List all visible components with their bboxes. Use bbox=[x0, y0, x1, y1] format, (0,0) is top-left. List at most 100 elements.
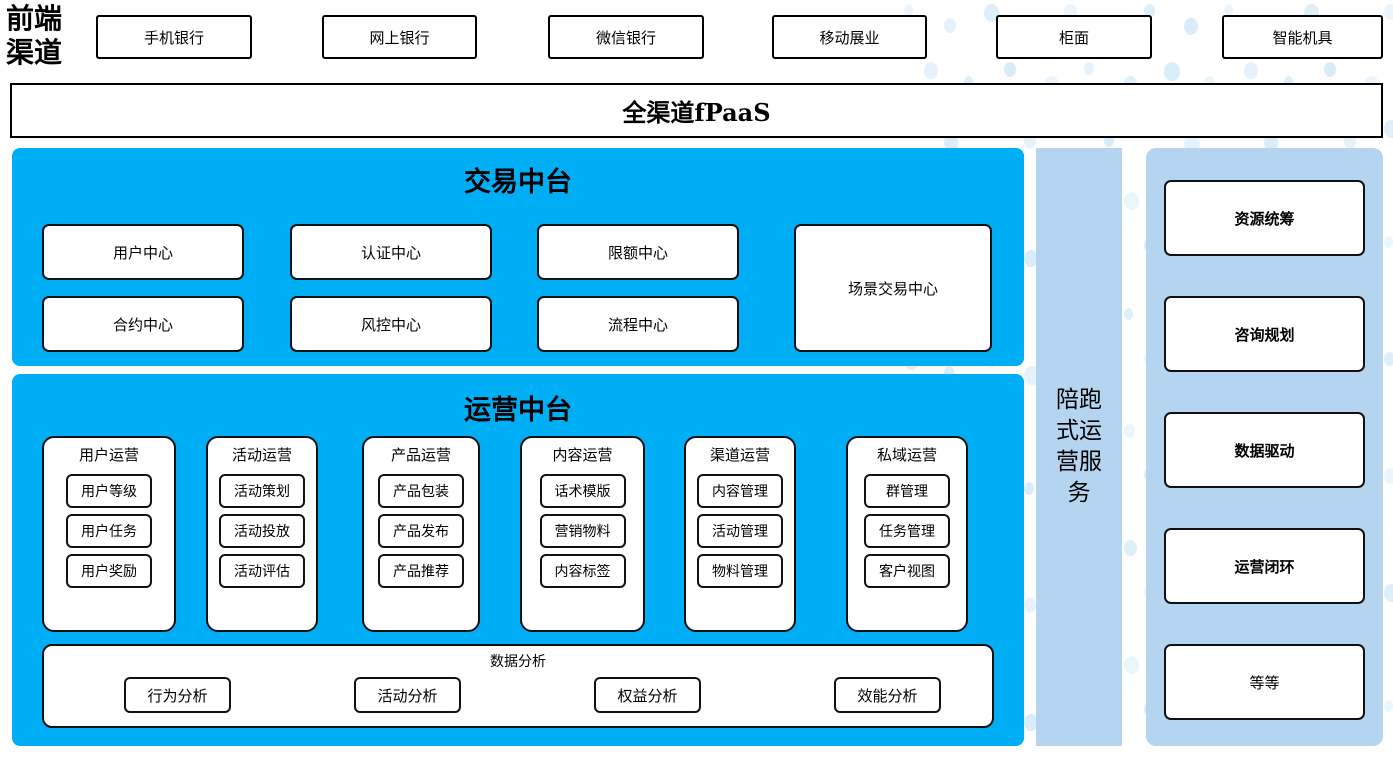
omnichannel-fpaas-bar: 全渠道fPaaS bbox=[10, 83, 1383, 138]
scene-transaction-center-card-label: 场景交易中心 bbox=[847, 280, 938, 298]
data-analysis-item[interactable]: 权益分析 bbox=[594, 677, 701, 713]
operation-group-5: 渠道运营内容管理活动管理物料管理 bbox=[684, 436, 796, 632]
decorative-dot bbox=[1124, 540, 1137, 556]
transaction-center-card[interactable]: 合约中心 bbox=[42, 296, 244, 352]
channel-box-label: 智能机具 bbox=[1272, 29, 1333, 47]
transaction-center-card[interactable]: 认证中心 bbox=[290, 224, 492, 280]
operation-group-item-label: 活动策划 bbox=[234, 483, 290, 499]
operation-group-item[interactable]: 任务管理 bbox=[864, 514, 950, 548]
decorative-dot bbox=[1324, 62, 1336, 77]
scene-transaction-center-card[interactable]: 场景交易中心 bbox=[794, 224, 992, 352]
operation-group-item-label: 内容标签 bbox=[554, 563, 611, 579]
data-analysis-item-label: 行为分析 bbox=[147, 687, 208, 705]
operation-group-item-label: 产品发布 bbox=[393, 523, 449, 539]
channel-box-label: 柜面 bbox=[1058, 29, 1089, 47]
operation-group-item[interactable]: 活动投放 bbox=[219, 514, 305, 548]
capability-card-4[interactable]: 运营闭环 bbox=[1164, 528, 1365, 604]
operation-group-item-label: 活动投放 bbox=[234, 523, 290, 539]
operation-group-item[interactable]: 产品推荐 bbox=[378, 554, 464, 588]
capability-panel: 资源统筹咨询规划数据驱动运营闭环等等 bbox=[1146, 148, 1383, 746]
channel-box-4[interactable]: 移动展业 bbox=[772, 15, 927, 59]
capability-card-label: 等等 bbox=[1249, 674, 1280, 692]
operation-group-item[interactable]: 活动评估 bbox=[219, 554, 305, 588]
operation-group-item[interactable]: 用户奖励 bbox=[66, 554, 152, 588]
decorative-dot bbox=[1384, 700, 1393, 712]
operation-group-item-label: 物料管理 bbox=[712, 563, 768, 579]
front-end-channel-label-line1: 前端 bbox=[6, 2, 63, 35]
capability-card-3[interactable]: 数据驱动 bbox=[1164, 412, 1365, 488]
decorative-dot bbox=[1124, 656, 1139, 674]
transaction-center-card[interactable]: 用户中心 bbox=[42, 224, 244, 280]
operation-group-item[interactable]: 产品发布 bbox=[378, 514, 464, 548]
operation-group-item[interactable]: 内容管理 bbox=[697, 474, 783, 508]
decorative-dot bbox=[1384, 236, 1393, 248]
operation-group-item-label: 用户任务 bbox=[81, 523, 137, 539]
operation-group-item[interactable]: 群管理 bbox=[864, 474, 950, 508]
operation-group-6: 私域运营群管理任务管理客户视图 bbox=[846, 436, 968, 632]
operation-group-title: 私域运营 bbox=[876, 447, 937, 464]
data-analysis-item-label: 效能分析 bbox=[857, 687, 918, 705]
operation-group-item[interactable]: 营销物料 bbox=[539, 514, 626, 548]
channel-box-1[interactable]: 手机银行 bbox=[96, 15, 252, 59]
transaction-center-card[interactable]: 流程中心 bbox=[537, 296, 739, 352]
data-analysis-item[interactable]: 活动分析 bbox=[354, 677, 461, 713]
capability-card-5[interactable]: 等等 bbox=[1164, 644, 1365, 720]
operation-group-item[interactable]: 产品包装 bbox=[378, 474, 464, 508]
operation-group-item-label: 产品包装 bbox=[393, 483, 449, 499]
transaction-center-card-label: 风控中心 bbox=[360, 316, 421, 334]
operation-group-1: 用户运营用户等级用户任务用户奖励 bbox=[42, 436, 176, 632]
operation-group-item[interactable]: 客户视图 bbox=[864, 554, 950, 588]
operation-group-item[interactable]: 话术模版 bbox=[539, 474, 626, 508]
transaction-center-card[interactable]: 限额中心 bbox=[537, 224, 739, 280]
capability-card-label: 运营闭环 bbox=[1234, 558, 1295, 576]
operation-group-2: 活动运营活动策划活动投放活动评估 bbox=[206, 436, 318, 632]
decorative-dot bbox=[1184, 18, 1198, 35]
decorative-dot bbox=[1244, 62, 1258, 79]
capability-card-label: 资源统筹 bbox=[1234, 210, 1295, 228]
operation-group-item-label: 客户视图 bbox=[879, 563, 935, 579]
channel-box-5[interactable]: 柜面 bbox=[996, 15, 1152, 59]
data-analysis-item[interactable]: 效能分析 bbox=[834, 677, 941, 713]
transaction-center-card-label: 用户中心 bbox=[112, 244, 173, 262]
operation-group-item[interactable]: 用户等级 bbox=[66, 474, 152, 508]
operation-group-3: 产品运营产品包装产品发布产品推荐 bbox=[362, 436, 480, 632]
channel-box-3[interactable]: 微信银行 bbox=[548, 15, 704, 59]
capability-card-label: 咨询规划 bbox=[1234, 326, 1295, 344]
channel-box-6[interactable]: 智能机具 bbox=[1222, 15, 1383, 59]
decorative-dot bbox=[1384, 352, 1393, 366]
data-analysis-title: 数据分析 bbox=[490, 653, 546, 669]
operation-group-item[interactable]: 用户任务 bbox=[66, 514, 152, 548]
decorative-dot bbox=[1024, 598, 1036, 613]
capability-card-label: 数据驱动 bbox=[1234, 442, 1295, 460]
transaction-center-card-label: 流程中心 bbox=[607, 316, 668, 334]
data-analysis-item-label: 权益分析 bbox=[617, 687, 678, 705]
channel-box-label: 网上银行 bbox=[369, 29, 430, 47]
operation-group-title: 活动运营 bbox=[231, 447, 292, 464]
decorative-dot bbox=[1084, 62, 1094, 75]
data-analysis-item[interactable]: 行为分析 bbox=[124, 677, 231, 713]
operation-group-4: 内容运营话术模版营销物料内容标签 bbox=[520, 436, 645, 632]
operation-group-item[interactable]: 内容标签 bbox=[539, 554, 626, 588]
data-analysis-item-label: 活动分析 bbox=[377, 687, 438, 705]
decorative-dot bbox=[1004, 62, 1016, 77]
decorative-dot bbox=[1124, 424, 1135, 438]
front-end-channel-label-line2: 渠道 bbox=[6, 36, 63, 69]
front-end-channel-label: 前端 渠道 bbox=[6, 2, 84, 74]
operation-group-item-label: 产品推荐 bbox=[393, 563, 449, 579]
operation-group-item-label: 话术模版 bbox=[554, 483, 611, 499]
capability-card-2[interactable]: 咨询规划 bbox=[1164, 296, 1365, 372]
accompanying-operation-service-label: 陪跑式运营服务 bbox=[1056, 387, 1102, 506]
transaction-center-card[interactable]: 风控中心 bbox=[290, 296, 492, 352]
operation-group-title: 内容运营 bbox=[552, 447, 613, 464]
operation-group-item[interactable]: 物料管理 bbox=[697, 554, 783, 588]
operation-group-item-label: 用户等级 bbox=[81, 483, 137, 499]
operation-group-item[interactable]: 活动策划 bbox=[219, 474, 305, 508]
capability-card-1[interactable]: 资源统筹 bbox=[1164, 180, 1365, 256]
decorative-dot bbox=[1384, 584, 1393, 602]
operation-group-item-label: 任务管理 bbox=[879, 523, 935, 539]
operation-group-item[interactable]: 活动管理 bbox=[697, 514, 783, 548]
channel-box-2[interactable]: 网上银行 bbox=[322, 15, 477, 59]
transaction-platform-title: 交易中台 bbox=[464, 167, 572, 198]
operation-group-title: 产品运营 bbox=[390, 447, 451, 464]
